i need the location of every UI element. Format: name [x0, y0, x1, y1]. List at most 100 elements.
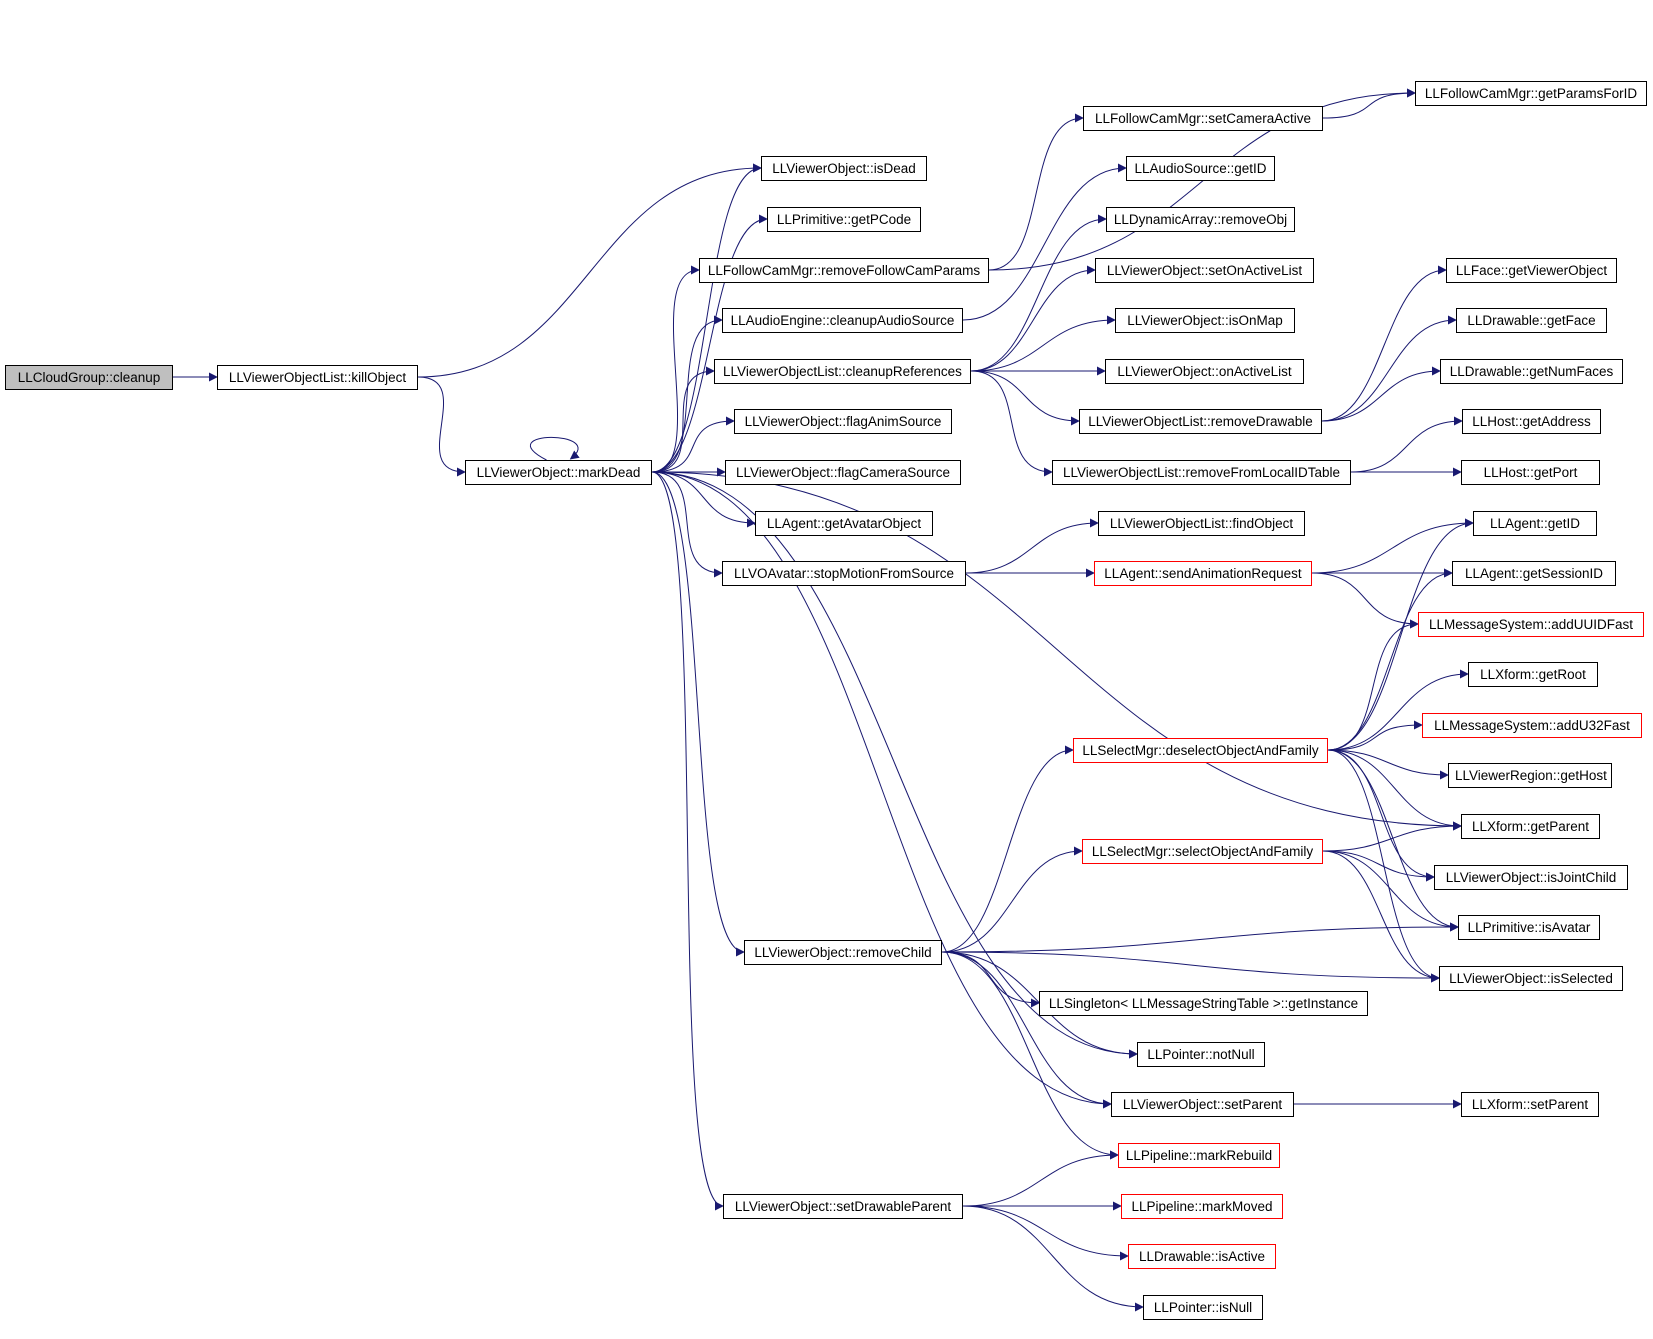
edge-n35-n32: [1327, 619, 1419, 751]
node-llviewerobject-markdead[interactable]: LLViewerObject::markDead: [465, 460, 652, 485]
edge-n2-n43: [651, 471, 1138, 1059]
edge-n7-n22: [970, 370, 1053, 477]
node-lldynamicarray-removeobj[interactable]: LLDynamicArray::removeObj: [1106, 207, 1295, 232]
edge-n2-n37: [651, 471, 1462, 831]
edge-n35-n39: [1327, 749, 1435, 882]
node-llaudioengine-cleanupaudiosource[interactable]: LLAudioEngine::cleanupAudioSource: [722, 308, 963, 333]
edge-n22-n26: [1350, 416, 1463, 473]
node-llface-getviewerobject[interactable]: LLFace::getViewerObject: [1446, 258, 1617, 283]
node-llhost-getport[interactable]: LLHost::getPort: [1461, 460, 1600, 485]
edge-n12-n44: [941, 951, 1112, 1109]
node-llselectmgr-selectobjectandfamily[interactable]: LLSelectMgr::selectObjectAndFamily: [1082, 839, 1323, 864]
edge-n35-n36: [1327, 749, 1449, 780]
node-llagent-sendanimationrequest[interactable]: LLAgent::sendAnimationRequest: [1094, 561, 1312, 586]
edge-n38-n41: [1322, 850, 1440, 983]
edge-n35-n34: [1327, 720, 1423, 751]
edge-n2-n6: [651, 315, 723, 473]
edge-n5-n15: [988, 88, 1416, 271]
node-llcloudgroup-cleanup[interactable]: LLCloudGroup::cleanup: [5, 365, 173, 390]
edge-n2-n44: [651, 471, 1112, 1109]
edge-n2-n7: [651, 366, 715, 473]
node-llxform-setparent[interactable]: LLXform::setParent: [1461, 1092, 1599, 1117]
edge-n13-n49: [962, 1205, 1144, 1312]
node-llfollowcammgr-setcameraactive[interactable]: LLFollowCamMgr::setCameraActive: [1083, 106, 1323, 131]
edge-n1-n2: [417, 376, 466, 477]
node-llviewerobject-setparent[interactable]: LLViewerObject::setParent: [1111, 1092, 1294, 1117]
edge-n38-n40: [1322, 850, 1459, 932]
node-llmessagesystem-addu32fast[interactable]: LLMessageSystem::addU32Fast: [1422, 713, 1642, 738]
node-llmessagesystem-adduuidfast[interactable]: LLMessageSystem::addUUIDFast: [1418, 612, 1644, 637]
node-llselectmgr-deselectobjectandfamily[interactable]: LLSelectMgr::deselectObjectAndFamily: [1073, 738, 1328, 763]
node-llxform-getroot[interactable]: LLXform::getRoot: [1468, 662, 1598, 687]
edge-n7-n19: [970, 315, 1116, 372]
edge-n2-n2: [529, 436, 580, 461]
node-llfollowcammgr-removefollowcamparams[interactable]: LLFollowCamMgr::removeFollowCamParams: [699, 258, 989, 283]
node-lldrawable-getface[interactable]: LLDrawable::getFace: [1456, 308, 1607, 333]
node-llviewerobject-isdead[interactable]: LLViewerObject::isDead: [761, 156, 927, 181]
edge-n29-n32: [1311, 572, 1419, 629]
edge-n11-n28: [965, 518, 1099, 574]
edge-n7-n18: [970, 265, 1096, 372]
edge-n2-n12: [651, 471, 745, 957]
edge-n21-n24: [1321, 315, 1457, 422]
node-llviewerobjectlist-killobject[interactable]: LLViewerObjectList::killObject: [217, 365, 418, 390]
node-llviewerobject-setonactivelist[interactable]: LLViewerObject::setOnActiveList: [1095, 258, 1314, 283]
edge-n7-n21: [970, 370, 1080, 426]
node-llviewerobjectlist-findobject[interactable]: LLViewerObjectList::findObject: [1098, 511, 1305, 536]
edge-n12-n38: [941, 846, 1083, 953]
edge-n12-n40: [941, 922, 1459, 953]
edge-n38-n39: [1322, 850, 1435, 882]
edge-n13-n46: [962, 1150, 1119, 1207]
node-llpointer-notnull[interactable]: LLPointer::notNull: [1137, 1042, 1265, 1067]
node-llagent-getavatarobject[interactable]: LLAgent::getAvatarObject: [755, 511, 933, 536]
edge-n14-n15: [1322, 88, 1416, 119]
edge-n1-n3: [417, 163, 762, 378]
edge-n2-n11: [651, 471, 723, 578]
node-llviewerobject-isjointchild[interactable]: LLViewerObject::isJointChild: [1434, 865, 1628, 890]
edge-n35-n33: [1327, 669, 1469, 751]
node-llpointer-isnull[interactable]: LLPointer::isNull: [1143, 1295, 1263, 1320]
node-llviewerobject-flaganimsource[interactable]: LLViewerObject::flagAnimSource: [734, 409, 952, 434]
node-llviewerobjectlist-removefromlocalidtable[interactable]: LLViewerObjectList::removeFromLocalIDTab…: [1052, 460, 1351, 485]
edge-n2-n5: [651, 265, 700, 473]
node-llvoavatar-stopmotionfromsource[interactable]: LLVOAvatar::stopMotionFromSource: [722, 561, 966, 586]
node-llviewerobjectlist-removedrawable[interactable]: LLViewerObjectList::removeDrawable: [1079, 409, 1322, 434]
node-llviewerobject-flagcamerasource[interactable]: LLViewerObject::flagCameraSource: [725, 460, 961, 485]
node-llprimitive-getpcode[interactable]: LLPrimitive::getPCode: [767, 207, 921, 232]
node-llpipeline-markrebuild[interactable]: LLPipeline::markRebuild: [1118, 1143, 1280, 1168]
node-llxform-getparent[interactable]: LLXform::getParent: [1461, 814, 1600, 839]
edge-n12-n46: [941, 951, 1119, 1160]
edge-n6-n16: [962, 163, 1127, 321]
edge-n2-n8: [651, 416, 735, 473]
edge-n2-n10: [651, 471, 756, 528]
node-lldrawable-getnumfaces[interactable]: LLDrawable::getNumFaces: [1440, 359, 1623, 384]
node-llviewerobject-onactivelist[interactable]: LLViewerObject::onActiveList: [1105, 359, 1304, 384]
edge-n29-n30: [1311, 518, 1474, 574]
node-llviewerobjectlist-cleanupreferences[interactable]: LLViewerObjectList::cleanupReferences: [714, 359, 971, 384]
edge-n21-n23: [1321, 265, 1447, 422]
edge-n12-n41: [941, 951, 1440, 983]
node-llaudiosource-getid[interactable]: LLAudioSource::getID: [1126, 156, 1275, 181]
node-llviewerobject-removechild[interactable]: LLViewerObject::removeChild: [744, 940, 942, 965]
node-lldrawable-isactive[interactable]: LLDrawable::isActive: [1128, 1244, 1276, 1269]
edge-n21-n25: [1321, 366, 1441, 422]
node-llagent-getsessionid[interactable]: LLAgent::getSessionID: [1452, 561, 1616, 586]
node-llhost-getaddress[interactable]: LLHost::getAddress: [1462, 409, 1601, 434]
node-llprimitive-isavatar[interactable]: LLPrimitive::isAvatar: [1458, 915, 1600, 940]
edge-n35-n41: [1327, 749, 1440, 983]
node-llfollowcammgr-getparamsforid[interactable]: LLFollowCamMgr::getParamsForID: [1415, 81, 1647, 106]
edge-n38-n37: [1322, 821, 1462, 852]
node-llviewerobject-setdrawableparent[interactable]: LLViewerObject::setDrawableParent: [723, 1194, 963, 1219]
node-llviewerobject-isonmap[interactable]: LLViewerObject::isOnMap: [1115, 308, 1295, 333]
node-llsingleton-llmessagestringtable-getinstance[interactable]: LLSingleton< LLMessageStringTable >::get…: [1039, 991, 1368, 1016]
edge-n35-n31: [1327, 568, 1453, 751]
node-llagent-getid[interactable]: LLAgent::getID: [1473, 511, 1597, 536]
edge-n12-n35: [941, 745, 1074, 953]
node-llviewerregion-gethost[interactable]: LLViewerRegion::getHost: [1448, 763, 1612, 788]
node-llviewerobject-isselected[interactable]: LLViewerObject::isSelected: [1439, 966, 1623, 991]
node-llpipeline-markmoved[interactable]: LLPipeline::markMoved: [1121, 1194, 1283, 1219]
edge-n35-n37: [1327, 749, 1462, 831]
edge-n2-n4: [651, 214, 768, 473]
